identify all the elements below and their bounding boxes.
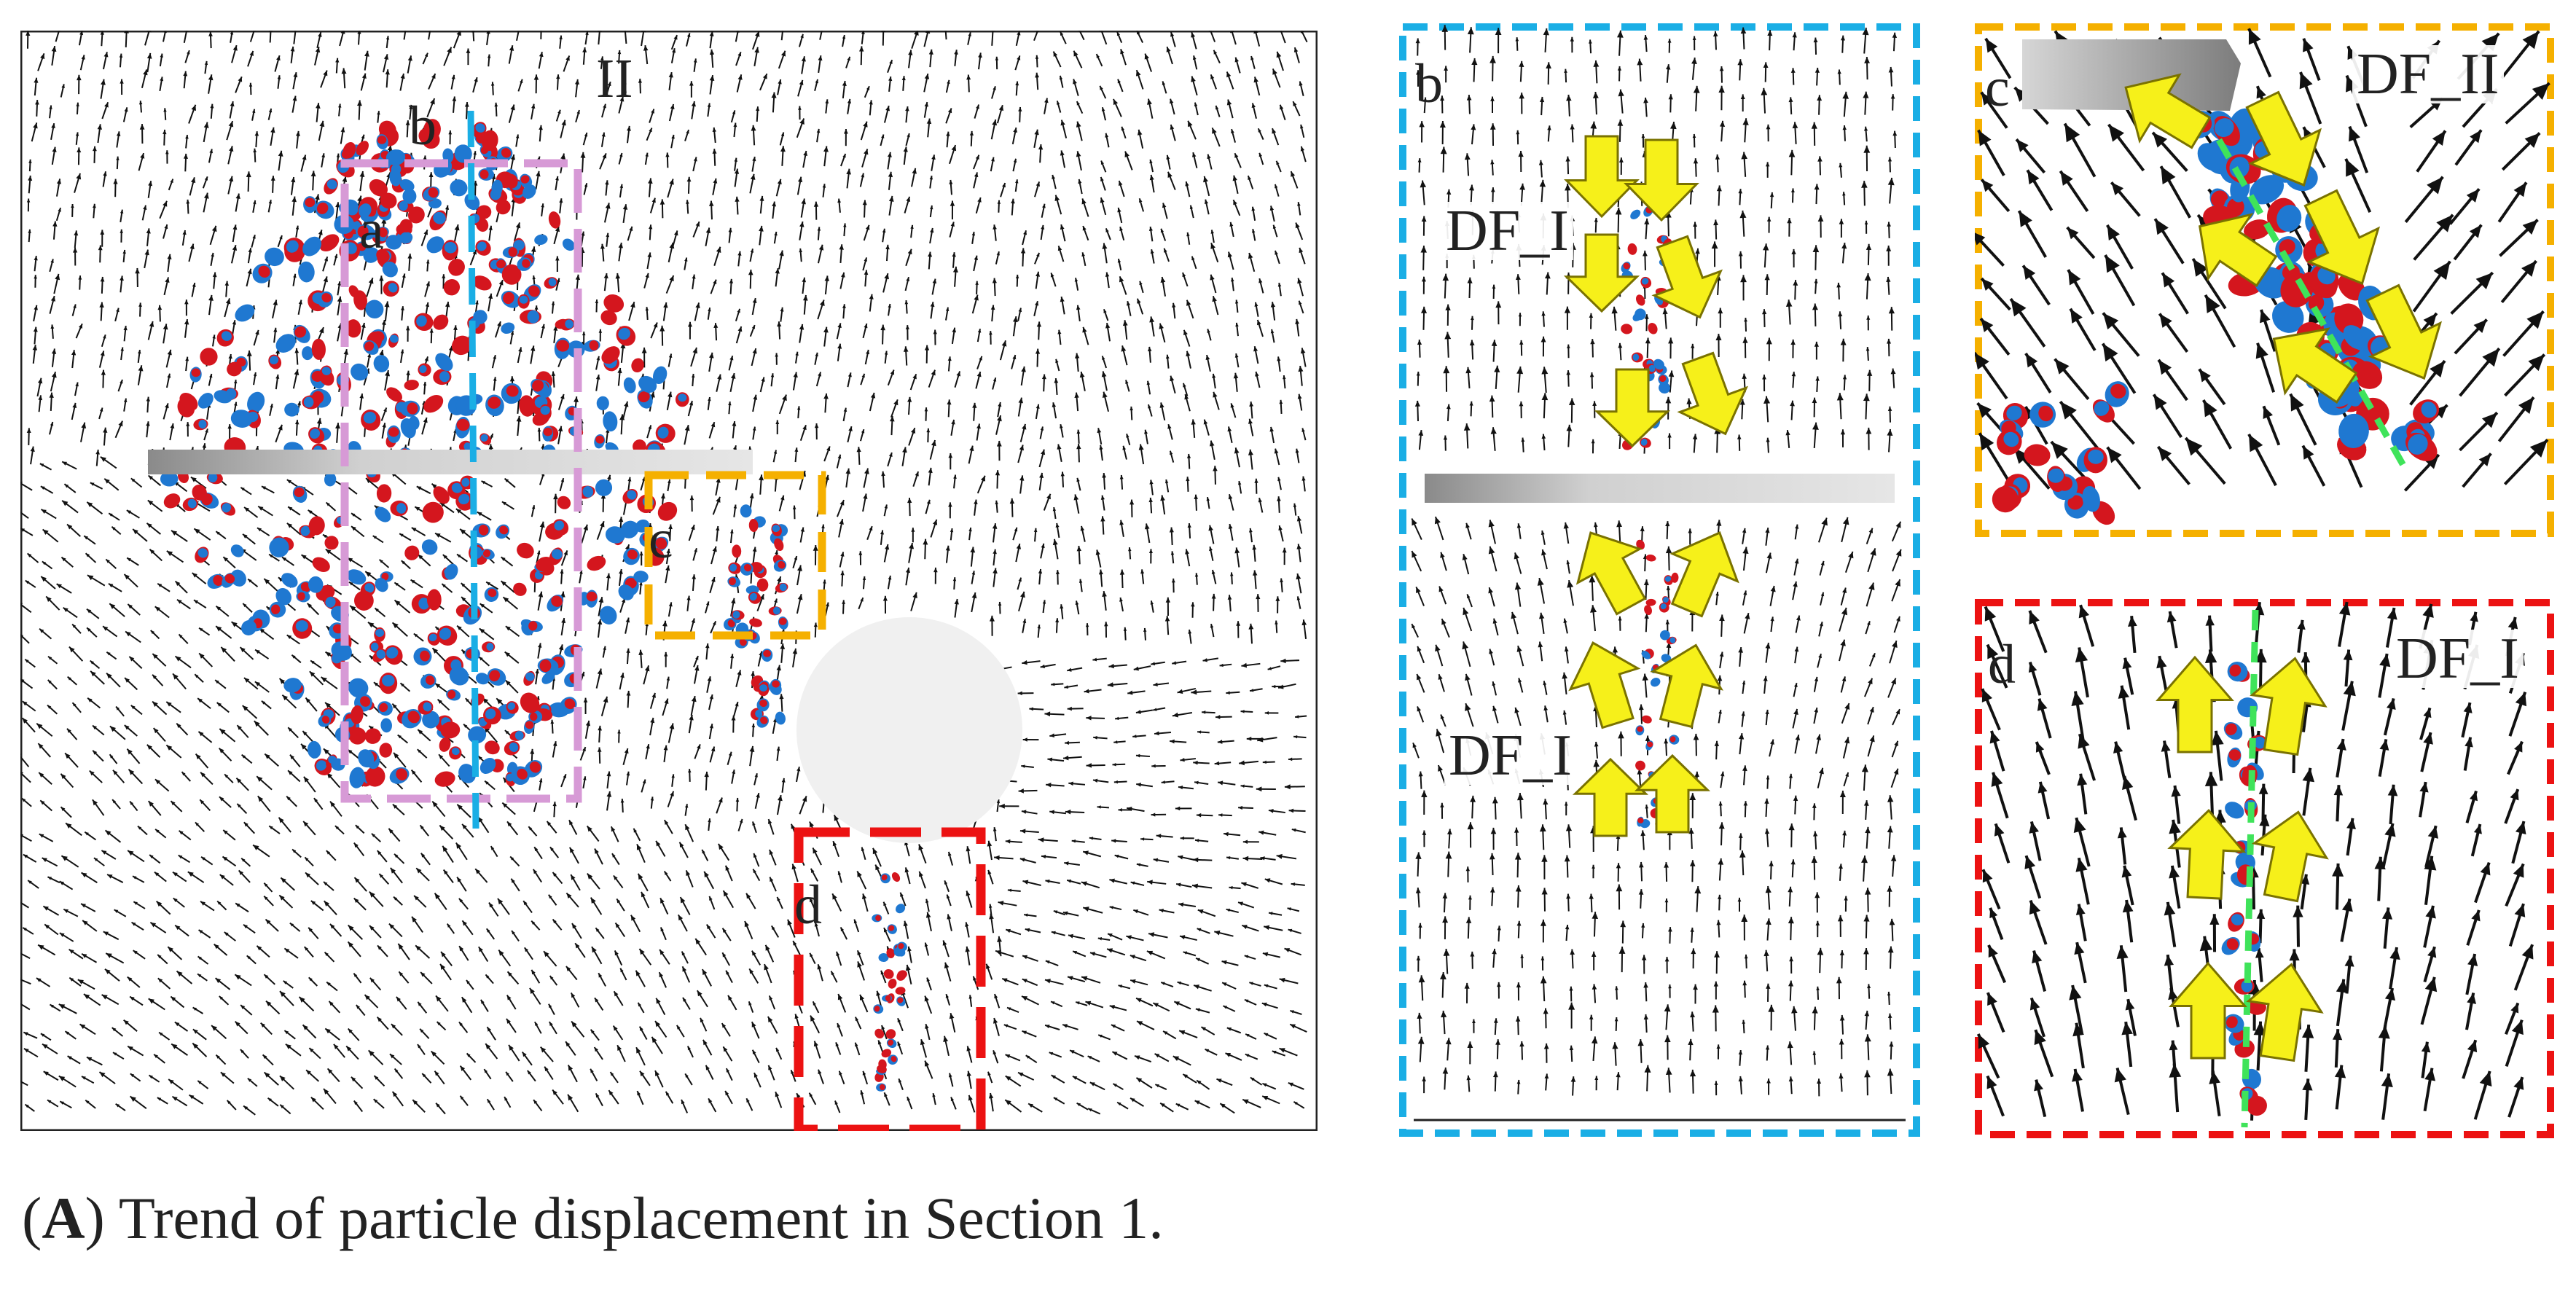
figure-caption: (A) Trend of particle displacement in Se… xyxy=(22,1185,1164,1251)
inset-c-vector-plot xyxy=(1975,23,2554,537)
inset-c-panel: c DF_II xyxy=(1975,23,2554,537)
inset-d-letter: d xyxy=(1988,634,2016,695)
main-vector-plot xyxy=(20,31,1318,1131)
caption-text: Trend of particle displacement in Sectio… xyxy=(118,1185,1164,1251)
main-label-c: c xyxy=(649,509,673,570)
main-displacement-field: a b c d II xyxy=(20,31,1318,1131)
inset-b-vector-plot xyxy=(1399,23,1920,1137)
inset-b-letter: b xyxy=(1415,53,1443,114)
inset-d-label: DF_I xyxy=(2392,630,2524,688)
inset-b-label-bottom: DF_I xyxy=(1444,727,1576,785)
inset-d-vector-plot xyxy=(1975,599,2554,1138)
inset-b-label-top: DF_I xyxy=(1441,202,1573,260)
main-label-b: b xyxy=(409,95,436,157)
main-label-d: d xyxy=(794,874,822,936)
caption-letter: A xyxy=(42,1185,85,1251)
inset-b-panel: b DF_I DF_I xyxy=(1399,23,1920,1137)
inset-d-panel: d DF_I xyxy=(1975,599,2554,1138)
inset-c-label: DF_II xyxy=(2352,45,2504,103)
main-label-top: II xyxy=(596,48,633,109)
inset-c-letter: c xyxy=(1985,57,2010,118)
main-label-a: a xyxy=(359,199,384,260)
